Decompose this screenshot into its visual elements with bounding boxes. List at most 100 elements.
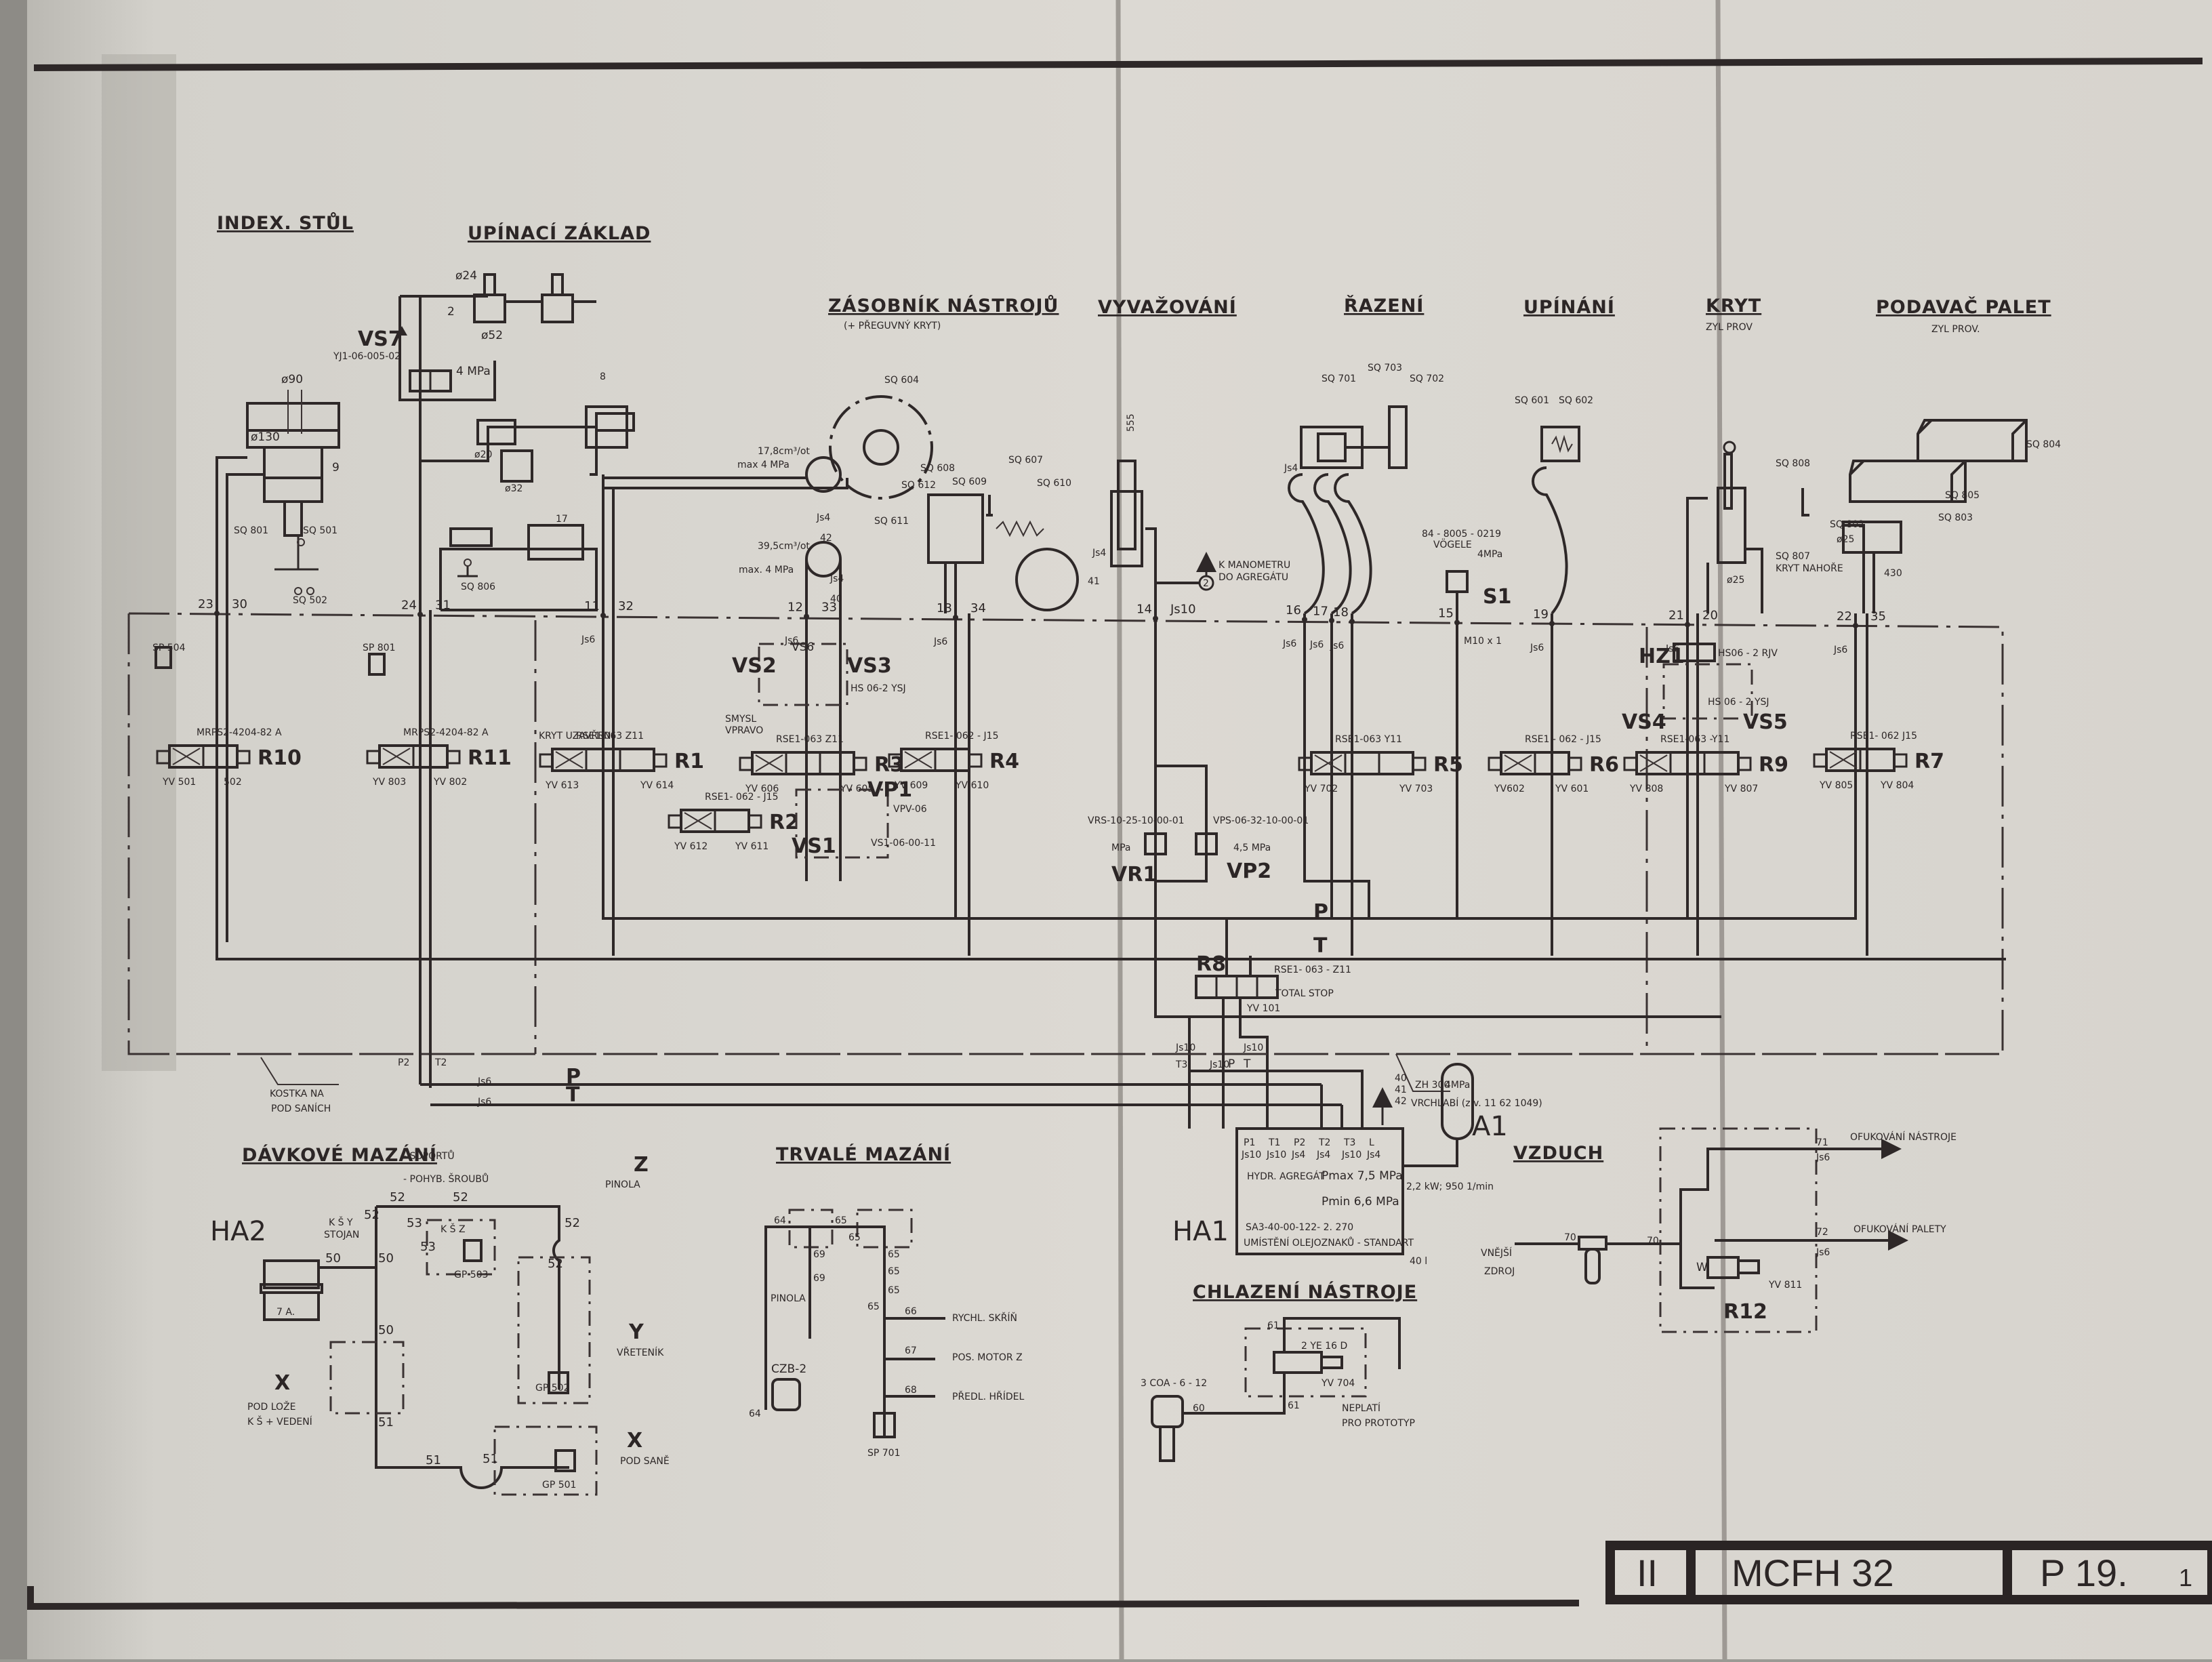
bus-node-number: 14 — [1136, 603, 1152, 617]
svg-text:ø24: ø24 — [455, 269, 477, 283]
switch-gp503: GP 503 — [454, 1270, 488, 1280]
solenoid-label: YV 601 — [1555, 784, 1589, 794]
port-size: Js6 — [1665, 644, 1679, 655]
svg-text:STOJAN: STOJAN — [324, 1230, 359, 1240]
label-vs5: VS5 — [1743, 710, 1788, 734]
valve-vs7-label: VS7 — [358, 327, 403, 351]
svg-text:Js6: Js6 — [477, 1076, 491, 1087]
svg-text:2: 2 — [1203, 578, 1209, 589]
svg-text:KRYT UZAVŘEN: KRYT UZAVŘEN — [539, 730, 611, 742]
upinaci-zaklad: ø24 ø52 2 VS7 YJ1-06-005-02 4 MPa ø20 ø3… — [333, 269, 635, 611]
switch-sq501: SQ 501 — [303, 525, 337, 536]
svg-text:W: W — [1696, 1261, 1708, 1274]
aggregate-port: T1 — [1268, 1137, 1280, 1148]
solenoid-label: YV 702 — [1304, 784, 1338, 794]
svg-text:7 A.: 7 A. — [276, 1307, 295, 1318]
label-vs3: VS3 — [847, 654, 892, 678]
svg-text:NEPLATÍ: NEPLATÍ — [1342, 1402, 1380, 1414]
code-hz1: HS06 - 2 RJV — [1718, 648, 1778, 659]
switch-sq807: SQ 807 — [1776, 551, 1810, 562]
svg-text:K Š + VEDENÍ: K Š + VEDENÍ — [247, 1415, 312, 1427]
svg-text:4MPa: 4MPa — [1477, 549, 1502, 560]
switch-sq801: SQ 801 — [234, 525, 268, 536]
svg-text:Js6: Js6 — [477, 1097, 491, 1108]
bus-node-number: 21 — [1668, 609, 1684, 623]
pressure-switches — [155, 646, 386, 676]
svg-text:VŘETENÍK: VŘETENÍK — [617, 1347, 664, 1358]
header-podavac-sub: ZYL PROV. — [1931, 324, 1980, 335]
valve-r8: R8 RSE1- 063 - Z11 TOTAL STOP YV 101 — [1188, 918, 1351, 1129]
lube-pump-icon — [771, 1378, 801, 1411]
svg-text:40: 40 — [1395, 1073, 1407, 1084]
solenoid-label: YV 803 — [372, 777, 406, 788]
outlet-label: RYCHL. SKŘÍŇ — [952, 1312, 1017, 1324]
aggregate-port-size: Js4 — [1316, 1150, 1330, 1160]
svg-text:K Š Z: K Š Z — [441, 1223, 466, 1235]
svg-text:PINOLA: PINOLA — [605, 1179, 640, 1190]
vertical-lines — [216, 474, 2006, 1088]
valve-label: R10 — [258, 746, 302, 770]
bus-node-number: 24 — [401, 599, 417, 613]
svg-text:ø90: ø90 — [281, 373, 303, 386]
solenoid-label: YV602 — [1494, 784, 1525, 794]
valve-code: RSE1- 062 - J15 — [925, 731, 999, 742]
valve-label: R9 — [1759, 753, 1788, 777]
check-valve-vs7-icon — [396, 326, 407, 336]
svg-text:53: 53 — [407, 1216, 422, 1230]
valve-label: R6 — [1589, 753, 1619, 777]
svg-text:ø32: ø32 — [505, 483, 523, 494]
svg-text:ø25: ø25 — [1837, 534, 1854, 545]
svg-text:50: 50 — [325, 1251, 341, 1265]
svg-text:41: 41 — [1088, 576, 1100, 587]
svg-text:HYDR. AGREGÁT: HYDR. AGREGÁT — [1247, 1171, 1325, 1182]
svg-text:ø52: ø52 — [481, 329, 503, 342]
header-vyvazovani: VYVAŽOVÁNÍ — [1098, 296, 1237, 318]
trvale-mazani: TRVALÉ MAZÁNÍ CZB-2 PINOLA SP 701 64 65 … — [749, 1143, 1025, 1459]
header-upinaci-zaklad: UPÍNACÍ ZÁKLAD — [468, 222, 651, 244]
svg-text:4MPa: 4MPa — [1445, 1080, 1470, 1091]
solenoid-label: YV 703 — [1399, 784, 1433, 794]
top-border — [33, 58, 2203, 71]
bus-node-number: 30 — [232, 597, 247, 611]
sheet-sub: 1 — [2179, 1564, 2192, 1592]
switch-sp701: SP 701 — [867, 1448, 901, 1459]
fold-line — [1715, 0, 1727, 1660]
svg-text:65: 65 — [848, 1232, 861, 1243]
svg-text:69: 69 — [813, 1273, 825, 1284]
bus-node-number: 35 — [1870, 609, 1886, 624]
svg-text:VZDUCH: VZDUCH — [1513, 1143, 1603, 1164]
valve-label: R11 — [468, 746, 512, 770]
label-vs4: VS4 — [1622, 710, 1666, 734]
bus-node-number: 22 — [1837, 609, 1852, 624]
outlet-number: 66 — [905, 1306, 917, 1317]
pressure-valves: VRS-10-25-10-00-01 MPa VR1 VPS-06-32-10-… — [1088, 765, 1309, 887]
label-vr1: VR1 — [1111, 863, 1157, 887]
svg-text:65: 65 — [867, 1301, 880, 1312]
chlazeni-nastroje: CHLAZENÍ NÁSTROJE 3 COA - 6 - 12 60 61 6… — [1141, 1281, 1416, 1462]
svg-text:Js10: Js10 — [1209, 1059, 1229, 1070]
switch-sq808: SQ 808 — [1776, 458, 1810, 469]
sol-yv811: YV 811 — [1768, 1280, 1802, 1291]
label-a1: A1 — [1472, 1111, 1508, 1142]
svg-text:DÁVKOVÉ MAZÁNÍ: DÁVKOVÉ MAZÁNÍ — [242, 1144, 437, 1166]
outlet-number: 68 — [905, 1385, 917, 1396]
podavac-palet: SQ 804 SQ 805 SQ 803 SQ 802 430 ø25 — [1801, 419, 2061, 613]
svg-text:52: 52 — [565, 1216, 580, 1230]
switch-gp502: GP 502 — [535, 1383, 569, 1394]
port-size: Js6 — [581, 634, 595, 645]
svg-text:2 YE 16 D: 2 YE 16 D — [1301, 1341, 1347, 1352]
svg-text:T: T — [566, 1083, 580, 1107]
outlet-ofukovani-nastroje: OFUKOVÁNÍ NÁSTROJE — [1850, 1131, 1957, 1143]
accumulator-a1: 4MPa A1 — [1403, 1063, 1508, 1167]
valve-code: RSE1-063 Y11 — [1335, 734, 1402, 745]
svg-text:42: 42 — [820, 533, 832, 544]
valve-label: R4 — [989, 750, 1019, 773]
svg-text:VPRAVO: VPRAVO — [725, 725, 763, 736]
label-r12: R12 — [1723, 1300, 1767, 1324]
label-vp1: VP1 — [867, 778, 912, 802]
